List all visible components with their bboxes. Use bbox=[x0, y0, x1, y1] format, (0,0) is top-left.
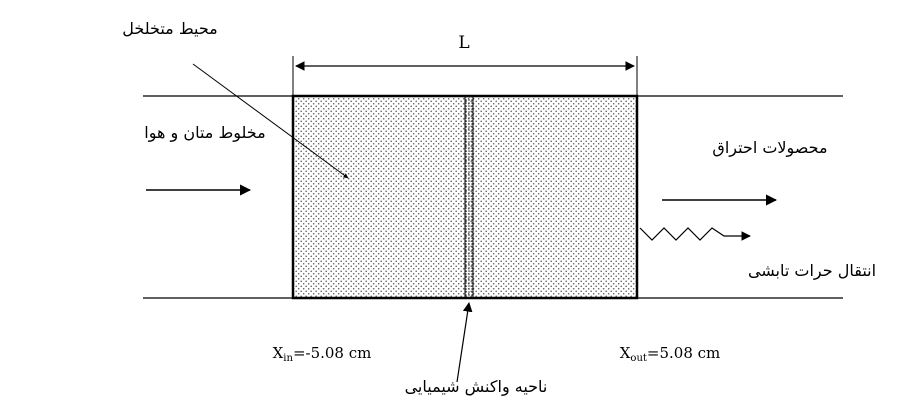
inlet-mixture-label: مخلوط متان و هوا bbox=[144, 123, 265, 143]
x-in-label: Xin=-5.08 cm bbox=[273, 344, 372, 364]
porous-medium-label: محیط متخلخل bbox=[122, 19, 217, 38]
combustion-products-label: محصولات احتراق bbox=[712, 138, 827, 158]
x-out-label: Xout=5.08 cm bbox=[620, 344, 721, 364]
radiation-zigzag-arrow bbox=[639, 227, 751, 241]
reaction-zone-pointer bbox=[456, 302, 473, 383]
radiative-heat-transfer-label: انتقال حرات تابشی bbox=[748, 261, 876, 281]
reaction-zone-band bbox=[464, 95, 474, 299]
length-label: L bbox=[458, 33, 469, 53]
reaction-zone-label: ناحیه واکنش شیمیایی bbox=[405, 377, 548, 397]
porous-medium-leader bbox=[192, 63, 349, 179]
